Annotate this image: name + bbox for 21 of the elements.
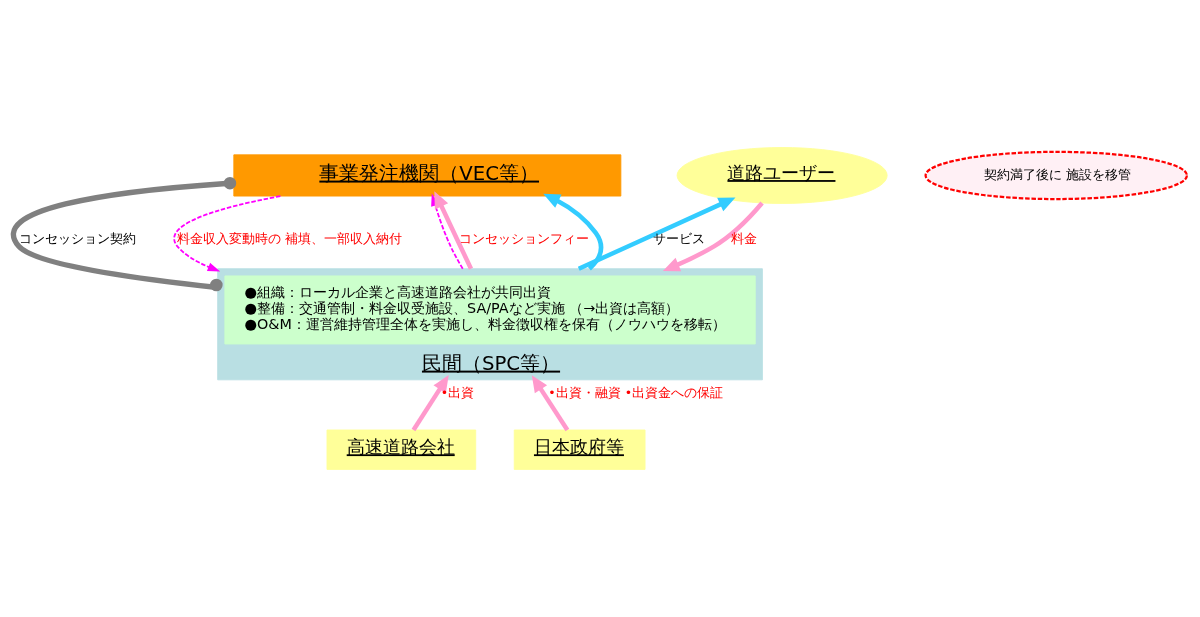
edge-label: コンセッションフィー	[458, 230, 589, 246]
edge-label: 料金	[731, 230, 758, 246]
node-box: 事業発注機関（VEC等）	[233, 154, 622, 197]
arrow	[543, 193, 604, 271]
edge-label: コンセッション契約	[18, 230, 136, 246]
node-ellipse: 道路ユーザー	[676, 147, 888, 204]
arrow	[531, 375, 570, 432]
node-ellipse: 契約満了後に 施設を移管	[924, 150, 1189, 201]
arrow	[173, 195, 282, 272]
edge-label: •出資	[440, 385, 475, 401]
arrow	[662, 201, 764, 272]
connector	[11, 176, 237, 292]
node-box: 日本政府等	[513, 429, 646, 470]
node-box: ●組織：ローカル企業と高速道路会社が共同出資 ●整備：交通管制・料金収受施設、SA/PAなど実施 （→出資は高額） ●O&M：運営維持管理全体を実施し、料金徴収権を保有（ノウハウを移転）	[224, 275, 756, 345]
arrow	[434, 191, 474, 270]
arrow	[577, 197, 736, 271]
edge-label: サービス	[653, 230, 706, 246]
edge-label: 料金収入変動時の 補填、一部収入納付	[177, 230, 403, 246]
arrow	[411, 375, 449, 432]
edge-label: •出資・融資 •出資金への保証	[548, 385, 724, 401]
node-box: 高速道路会社	[326, 429, 477, 470]
